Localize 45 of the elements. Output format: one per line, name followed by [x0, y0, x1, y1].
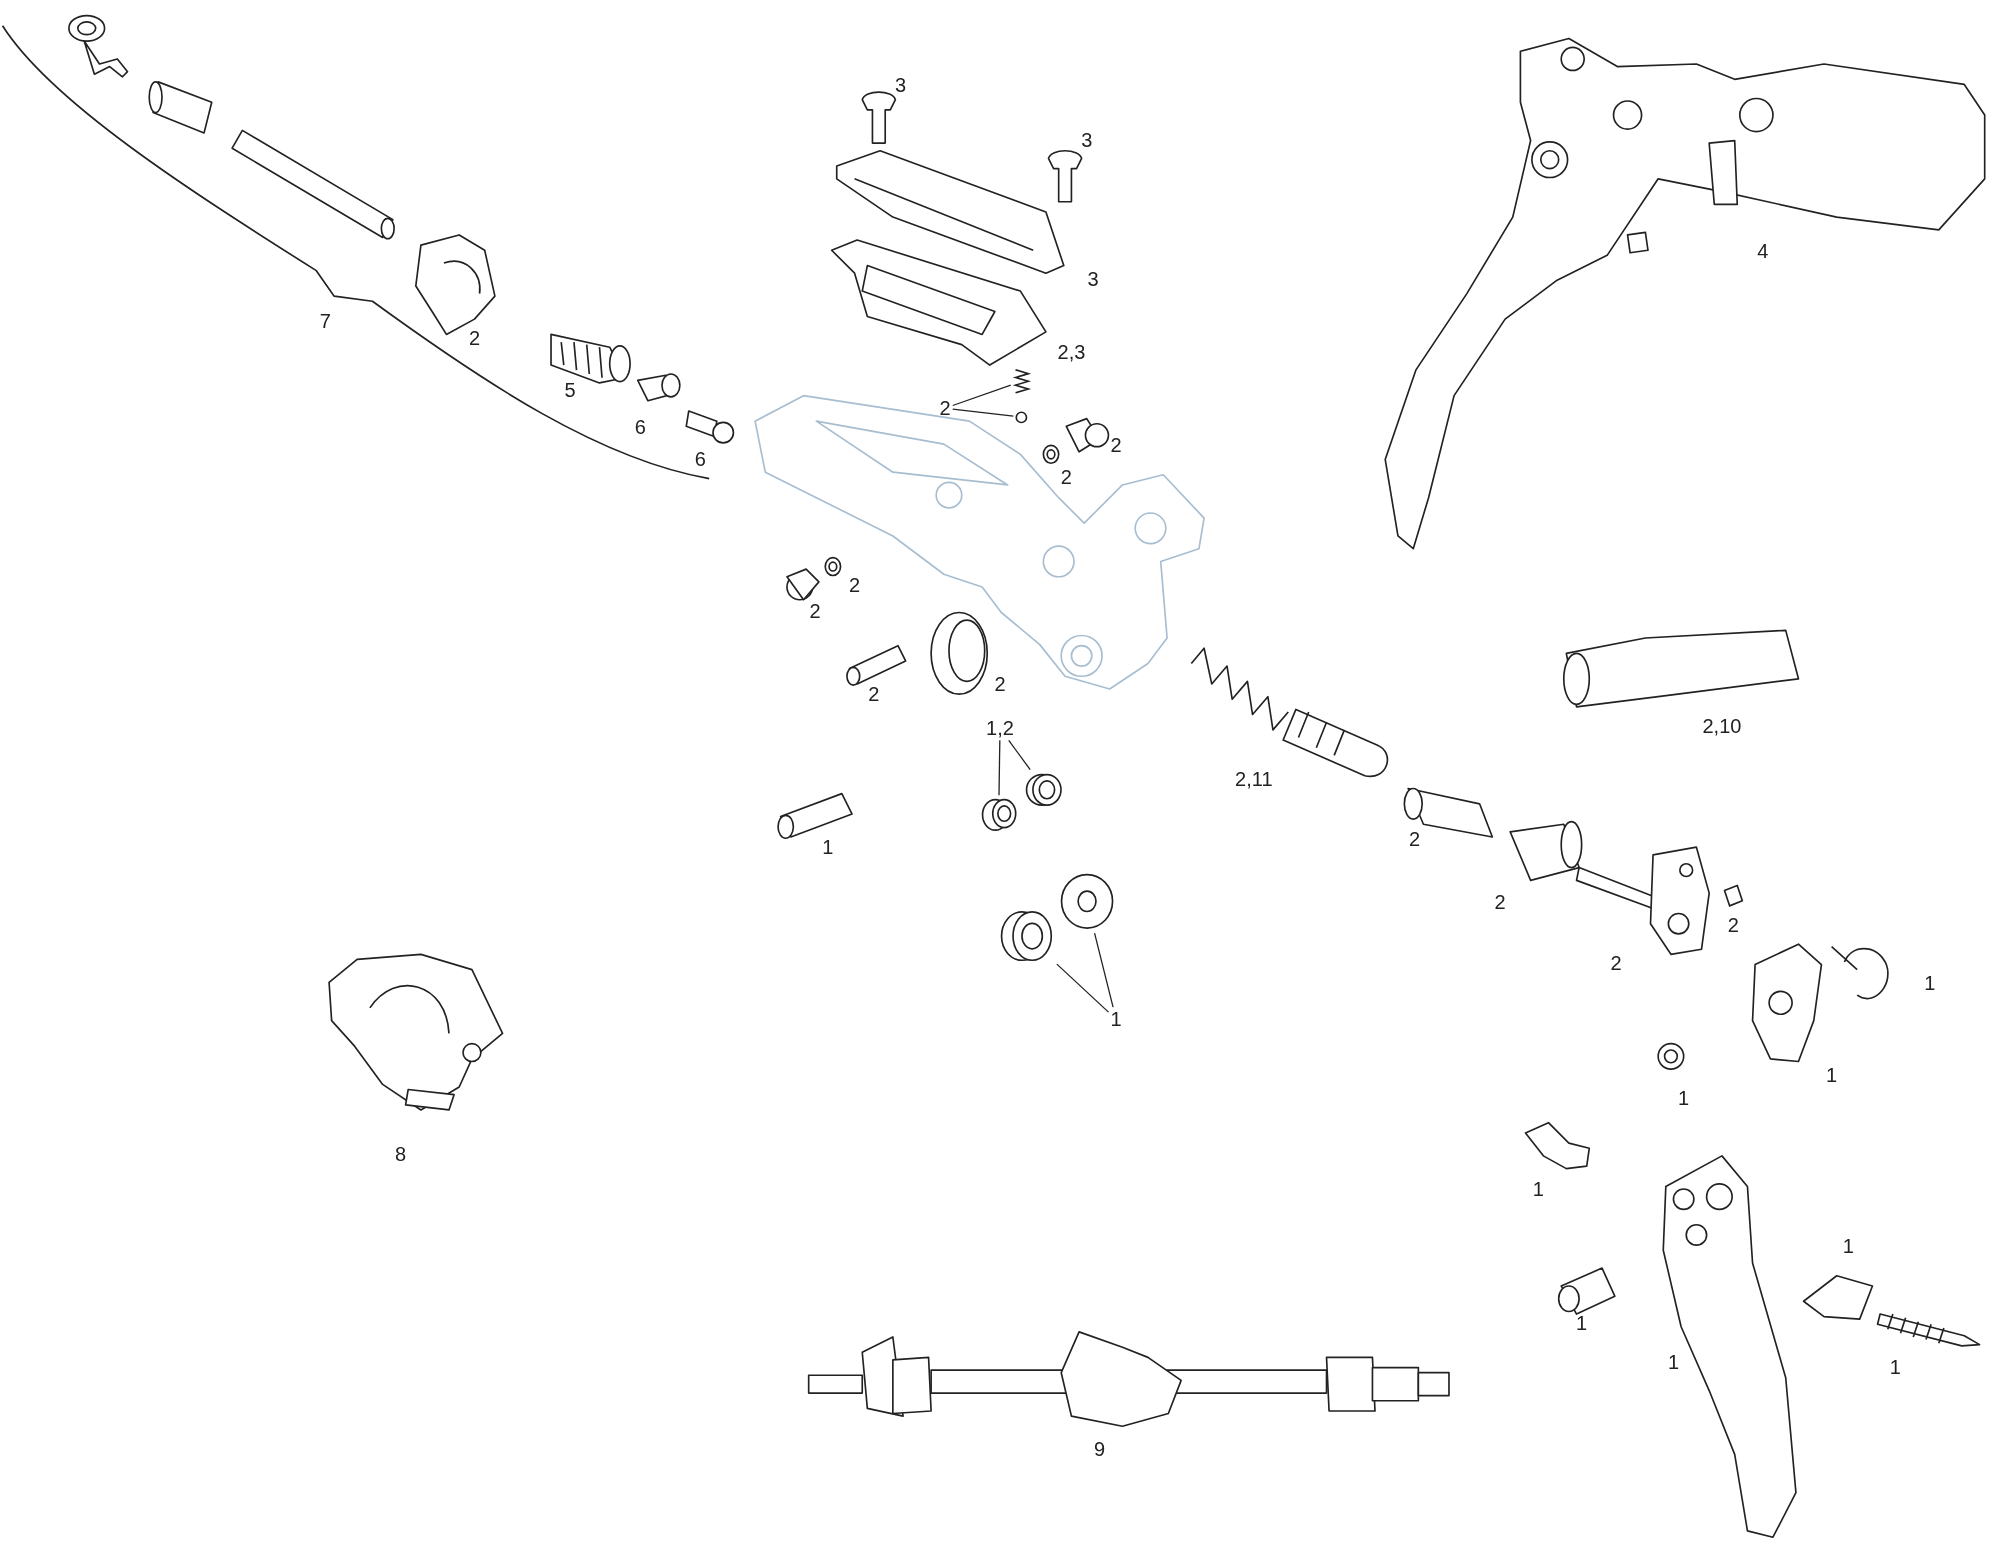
callout-number: 2 — [809, 600, 821, 621]
callout-number: 2 — [939, 398, 951, 419]
callout-number: 1 — [1826, 1065, 1838, 1086]
callout-number: 5 — [564, 380, 576, 401]
callout-number: 2 — [868, 683, 880, 704]
callout-number: 4 — [1757, 241, 1769, 262]
callout-number: 2 — [994, 673, 1006, 694]
callout-number: 6 — [634, 417, 646, 438]
callout-number: 2 — [849, 575, 861, 596]
callout-number: 2 — [1060, 467, 1072, 488]
callout-number: 2 — [1408, 829, 1421, 850]
ball — [1015, 410, 1029, 424]
leader-line — [998, 739, 1001, 796]
callout-number: 2 — [1494, 891, 1506, 912]
callout-number: 1,2 — [986, 718, 1014, 739]
callout-number: 2 — [468, 328, 481, 348]
callout-number: 1 — [1667, 1352, 1680, 1373]
callout-number: 1 — [1110, 1009, 1122, 1030]
leader-line — [952, 408, 1014, 417]
callout-number: 1 — [1842, 1236, 1854, 1257]
callout-number: 2,10 — [1702, 715, 1742, 736]
washer — [1058, 872, 1115, 932]
callout-number: 1 — [1678, 1088, 1690, 1109]
callout-number: 3 — [1087, 269, 1099, 290]
leader-line — [1008, 739, 1031, 771]
callout-number: 2 — [1610, 953, 1622, 973]
callout-number: 9 — [1093, 1438, 1106, 1459]
callout-number: 6 — [694, 449, 706, 470]
callout-number: 2 — [1110, 435, 1122, 456]
leader-line — [1093, 932, 1114, 1008]
callout-number: 1 — [1576, 1312, 1588, 1333]
callout-number: 2,3 — [1057, 342, 1086, 363]
callout-number: 2,11 — [1235, 769, 1273, 790]
flanged-bushing — [979, 797, 1018, 833]
leader-line — [952, 384, 1012, 407]
callout-number: 3 — [1081, 130, 1093, 151]
callout-number: 1 — [1532, 1178, 1544, 1199]
callout-number: 2 — [1727, 914, 1739, 935]
callout-number: 1 — [1924, 973, 1936, 994]
leader-line — [1056, 963, 1110, 1013]
callout-number: 1 — [822, 836, 834, 857]
callout-number: 3 — [894, 75, 907, 96]
callout-number: 7 — [319, 311, 331, 332]
callout-number: 8 — [394, 1144, 407, 1165]
callout-number: 1 — [1889, 1357, 1901, 1378]
